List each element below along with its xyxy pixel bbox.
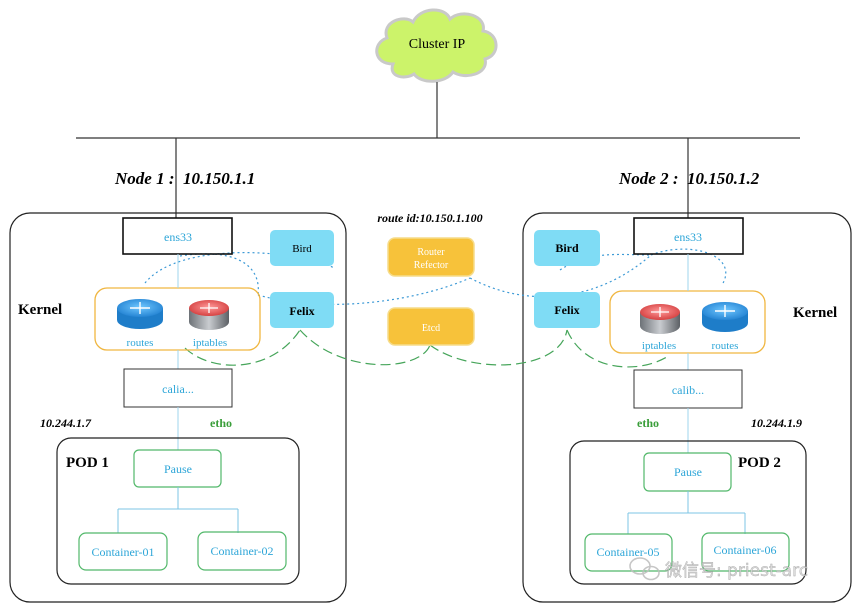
node1-nic: ens33 <box>122 217 233 255</box>
pod2-pause-label: Pause <box>674 465 702 479</box>
node2-label: Node 2 : 10.150.1.2 <box>618 169 760 188</box>
pod1-container-links <box>117 487 239 533</box>
routes-icon <box>702 302 748 332</box>
node2-veth-label: calib... <box>672 383 704 397</box>
node1-felix: Felix <box>270 292 334 328</box>
node1-bird: Bird <box>270 230 334 266</box>
node2-eth-label: etho <box>637 416 659 430</box>
node1-nic-label: ens33 <box>164 230 192 244</box>
node1-box <box>9 212 347 603</box>
pod2-box: POD 2 Pause Container-05 Container-06 <box>569 440 807 585</box>
node1-iptables-label: iptables <box>193 337 227 349</box>
node2-veth: calib... <box>633 369 743 409</box>
watermark-text: 微信号: priest-arc <box>665 561 808 581</box>
pod2-label: POD 2 <box>738 455 781 471</box>
node2-bird: Bird <box>534 230 600 266</box>
etcd-label: Etcd <box>422 323 440 334</box>
node2-kernel-group: iptables routes <box>609 290 766 354</box>
iptables-icon <box>189 300 229 330</box>
pod1-container-1 <box>78 532 168 571</box>
router-reflector-line2: Refector <box>414 260 449 271</box>
node1-label: Node 1 : 10.150.1.1 <box>114 169 255 188</box>
node2-kernel-label: Kernel <box>793 305 837 321</box>
iptables-icon <box>640 304 680 334</box>
etcd-box: Etcd <box>387 307 475 346</box>
node1-eth-label: etho <box>210 416 232 430</box>
wechat-icon <box>629 557 660 581</box>
routes-icon <box>117 299 163 329</box>
node2-bird-label: Bird <box>555 241 579 255</box>
cluster-ip-cloud: Cluster IP <box>375 8 498 83</box>
route-id-label: route id:10.150.1.100 <box>377 211 482 225</box>
pod1-container-1-label: Container-01 <box>91 545 154 559</box>
node2-routes-label: routes <box>712 340 739 352</box>
node2-box <box>522 212 852 603</box>
node1-felix-label: Felix <box>289 304 314 318</box>
pod2-container-links <box>627 491 746 534</box>
pod2-container-6-label: Container-06 <box>713 543 776 557</box>
pod1-container-2 <box>197 531 287 571</box>
pod1-box: POD 1 Pause Container-01 Container-02 <box>56 437 300 585</box>
pod1-container-2-label: Container-02 <box>210 544 273 558</box>
node1-routes-label: routes <box>127 337 154 349</box>
node2-nic: ens33 <box>633 217 744 255</box>
node1-veth-label: calia... <box>162 382 194 396</box>
node1-kernel-label: Kernel <box>18 302 62 318</box>
etcd-sync-lines <box>184 329 671 368</box>
node1-kernel-group: routes iptables <box>94 287 261 351</box>
router-reflector-line1: Router <box>417 247 445 258</box>
cluster-ip-label: Cluster IP <box>409 37 466 52</box>
node2-nic-label: ens33 <box>674 230 702 244</box>
node1-veth: calia... <box>123 368 233 408</box>
pod2-container-6 <box>701 532 790 572</box>
pod2-container-5 <box>584 533 673 572</box>
pod1-label: POD 1 <box>66 455 109 471</box>
node2-felix: Felix <box>534 292 600 328</box>
node1-pod-ip: 10.244.1.7 <box>40 416 92 430</box>
node2-felix-label: Felix <box>554 303 579 317</box>
router-reflector-box: Router Refector <box>387 237 475 277</box>
wechat-watermark: 微信号: priest-arc <box>629 557 808 581</box>
node1-bird-label: Bird <box>292 243 312 255</box>
node2-pod-ip: 10.244.1.9 <box>751 416 802 430</box>
node2-iptables-label: iptables <box>642 340 676 352</box>
pod1-pause-label: Pause <box>164 462 192 476</box>
pod2-container-5-label: Container-05 <box>596 545 659 559</box>
